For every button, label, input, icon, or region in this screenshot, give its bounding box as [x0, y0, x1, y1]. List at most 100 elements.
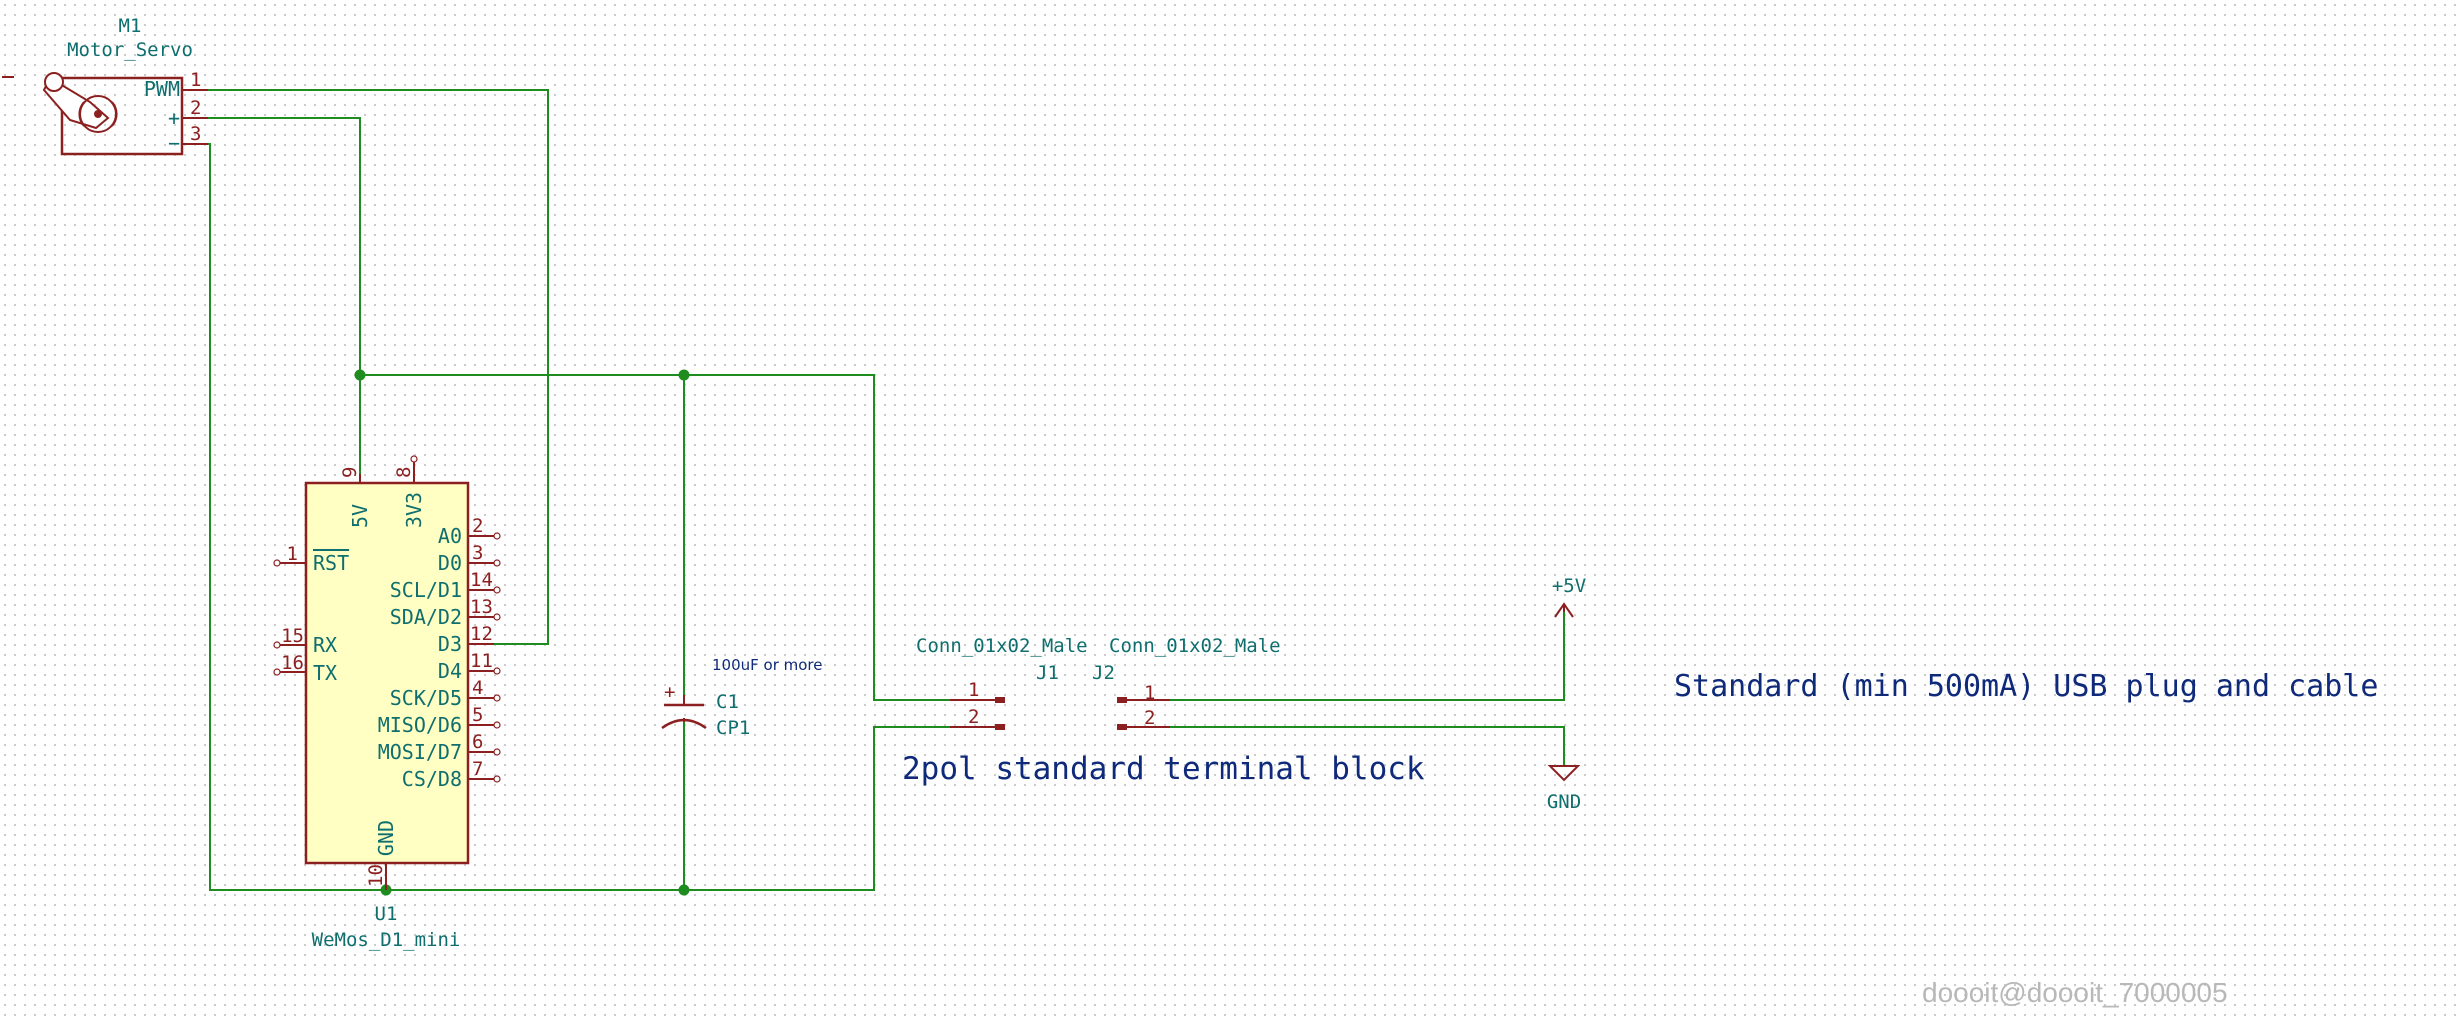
- mcu-pin-name: CS/D8: [402, 767, 462, 791]
- mcu-pin-name: RST: [313, 551, 349, 575]
- mcu-pin-name: D0: [438, 551, 462, 575]
- mcu-pin-name: SCK/D5: [390, 686, 462, 710]
- mcu-pin-number: 4: [472, 677, 483, 699]
- mcu-value: WeMos_D1_mini: [312, 929, 461, 951]
- power-5v-label: +5V: [1552, 575, 1586, 597]
- j1-pin-number: 2: [968, 706, 979, 728]
- mcu-pin-name: D3: [438, 632, 462, 656]
- mcu-pin-unconnected: [493, 748, 501, 756]
- cap-polarity-mark: +: [664, 681, 675, 703]
- usb-note: Standard (min 500mA) USB plug and cable: [1674, 669, 2378, 704]
- cap-value: CP1: [716, 717, 750, 739]
- mcu-pin-name: RX: [313, 633, 337, 657]
- connector-j2[interactable]: 1 2 Conn_01x02_Male J2: [1092, 635, 1281, 730]
- terminal-block-note: 2pol standard terminal block: [902, 751, 1425, 787]
- servo-pin-number: 3: [190, 123, 201, 145]
- mcu-pin-unconnected: [493, 667, 501, 675]
- servo-reference: M1: [119, 15, 142, 37]
- j2-pin-contact: [1117, 697, 1127, 703]
- mcu-pin-unconnected: [493, 532, 501, 540]
- junction-dot: [678, 884, 690, 896]
- mcu-pin-number: 1: [287, 543, 298, 565]
- j1-value: Conn_01x02_Male: [916, 635, 1088, 657]
- wire-servo-minus-to-gnd[interactable]: [208, 143, 1005, 891]
- servo-icon: [42, 72, 118, 133]
- connector-j1[interactable]: 1 2 Conn_01x02_Male J1: [916, 635, 1088, 730]
- mcu-pin-number: 5: [472, 704, 483, 726]
- mcu-pin-unconnected: [493, 559, 501, 567]
- mcu-pin-number: 6: [472, 731, 483, 753]
- cap-reference: C1: [716, 691, 739, 713]
- mcu-pin-name: SCL/D1: [390, 578, 462, 602]
- mcu-pin-number: 16: [281, 652, 304, 674]
- mcu-pin-number: 8: [393, 467, 415, 478]
- power-gnd-symbol[interactable]: GND: [1547, 765, 1581, 813]
- mcu-pin-number: 9: [339, 467, 361, 478]
- junctions: [354, 369, 690, 896]
- j2-pin-contact: [1117, 724, 1127, 730]
- mcu-pin-name: 3V3: [402, 492, 426, 528]
- mcu-pin-number: 10: [365, 864, 387, 887]
- wire-5v-rail[interactable]: [360, 374, 1005, 701]
- capacitor-c1[interactable]: + C1 CP1 100uF or more: [661, 656, 823, 739]
- j2-reference: J2: [1092, 662, 1115, 684]
- j1-pin-contact: [995, 724, 1005, 730]
- mcu-pin-unconnected: [410, 455, 418, 463]
- mcu-pin-number: 13: [470, 596, 493, 618]
- mcu-pin-number: 2: [472, 515, 483, 537]
- j2-value: Conn_01x02_Male: [1109, 635, 1281, 657]
- mcu-pin-unconnected: [273, 668, 281, 676]
- mcu-body: [304, 481, 470, 865]
- j1-pin-number: 1: [968, 679, 979, 701]
- j1-pin-contact: [995, 697, 1005, 703]
- servo-body: [60, 76, 184, 156]
- mcu-pin-unconnected: [273, 559, 281, 567]
- mcu-pin-unconnected: [493, 694, 501, 702]
- mcu-pin-unconnected: [493, 775, 501, 783]
- wire-servo-plus-to-5v[interactable]: [208, 117, 361, 375]
- mcu-pin-name: MOSI/D7: [378, 740, 462, 764]
- mcu-pin-name: MISO/D6: [378, 713, 462, 737]
- watermark: doooit@doooit_7000005: [1922, 977, 2228, 1008]
- j2-pin-number: 2: [1144, 707, 1155, 729]
- servo-pin-name: PWM: [144, 77, 180, 101]
- mcu-pin-name: GND: [374, 820, 398, 856]
- mcu-pin-unconnected: [493, 613, 501, 621]
- ground-icon: [1547, 765, 1581, 782]
- mcu-pin-name: D4: [438, 659, 462, 683]
- j1-reference: J1: [1036, 662, 1059, 684]
- wires: [208, 89, 1565, 891]
- servo-value: Motor_Servo: [67, 39, 193, 61]
- mcu-u1[interactable]: 9 8 5V 3V3 10 GND 1 15 16 RST RX TX: [273, 455, 501, 951]
- mcu-pin-number: 12: [470, 623, 493, 645]
- wire-servo-pwm-to-d3[interactable]: [208, 89, 549, 645]
- j2-pin-number: 1: [1144, 682, 1155, 704]
- mcu-pin-number: 7: [472, 758, 483, 780]
- mcu-pin-unconnected: [493, 586, 501, 594]
- mcu-pin-name: SDA/D2: [390, 605, 462, 629]
- servo-motor-m1[interactable]: M1 Motor_Servo PWM + − 1 2 3: [2, 15, 208, 156]
- power-gnd-label: GND: [1547, 791, 1581, 813]
- mcu-pin-unconnected: [493, 721, 501, 729]
- mcu-pin-name: 5V: [348, 504, 372, 528]
- mcu-reference: U1: [375, 903, 398, 925]
- wire-j2-to-5v[interactable]: [1117, 612, 1565, 701]
- mcu-pin-number: 15: [281, 625, 304, 647]
- mcu-pin-name: A0: [438, 524, 462, 548]
- junction-dot: [678, 369, 690, 381]
- mcu-pin-number: 3: [472, 542, 483, 564]
- wire-j2-to-gnd[interactable]: [1117, 726, 1565, 766]
- servo-pin-name: −: [168, 131, 180, 155]
- power-5v-symbol[interactable]: +5V: [1552, 575, 1586, 618]
- servo-pin-name: +: [168, 106, 180, 130]
- mcu-pin-number: 14: [470, 569, 493, 591]
- junction-dot: [354, 369, 366, 381]
- servo-pin-number: 2: [190, 97, 201, 119]
- mcu-pin-number: 11: [470, 650, 493, 672]
- mcu-pin-unconnected: [273, 641, 281, 649]
- cap-note: 100uF or more: [712, 656, 823, 674]
- servo-pin-number: 1: [190, 69, 201, 91]
- arrow-up-icon: [1554, 602, 1574, 618]
- mcu-pin-name: TX: [313, 661, 337, 685]
